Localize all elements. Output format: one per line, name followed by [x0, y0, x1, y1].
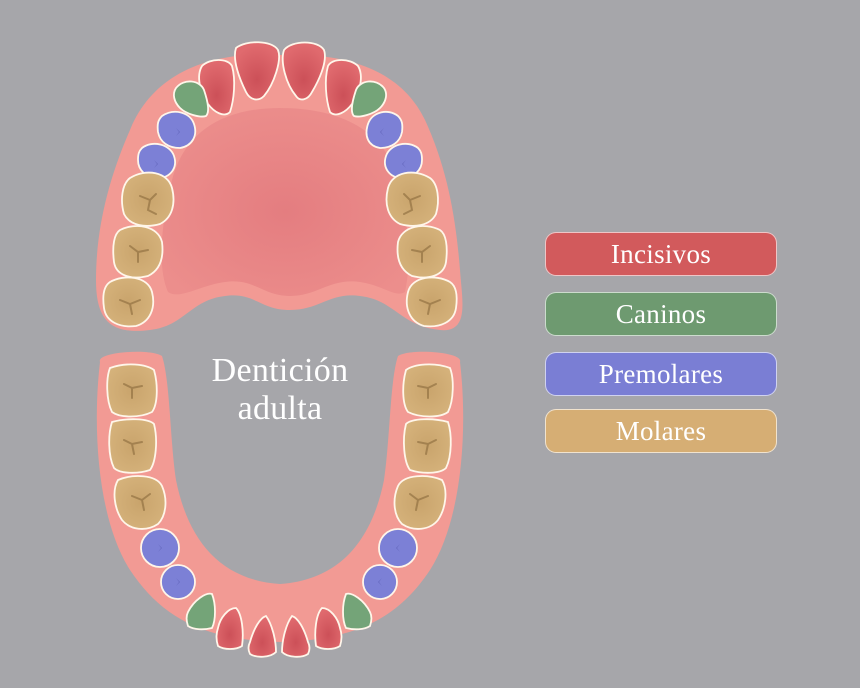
lower-lateral-incisor-right — [314, 607, 343, 650]
upper-canines — [173, 80, 387, 118]
lower-premolar-2-left — [140, 528, 180, 568]
lower-canines — [185, 592, 373, 631]
upper-premolar-1-left — [156, 110, 197, 149]
upper-canine-right — [350, 80, 387, 118]
legend-item-incisivos: Incisivos — [545, 232, 777, 276]
upper-central-incisor-left — [234, 41, 280, 101]
lower-premolars — [140, 528, 418, 600]
lower-lateral-incisor-left — [215, 607, 244, 650]
title-line-1: Dentición — [211, 352, 349, 389]
lower-central-incisor-left — [247, 614, 277, 658]
legend-item-molares: Molares — [545, 409, 777, 453]
legend-label: Molares — [615, 415, 707, 446]
title-line-2: adulta — [237, 390, 323, 427]
upper-premolar-2-right — [384, 142, 423, 179]
upper-premolars — [137, 110, 423, 179]
legend-label: Caninos — [615, 298, 707, 329]
upper-arch — [96, 41, 463, 331]
upper-molar-3-right — [405, 276, 458, 328]
upper-molar-3-left — [102, 276, 155, 328]
diagram-title: Dentición adulta — [180, 352, 380, 428]
lower-premolar-1-right — [362, 564, 398, 600]
palate — [161, 108, 409, 296]
lower-incisors — [215, 607, 343, 658]
lower-molar-1-right — [393, 475, 447, 530]
upper-premolar-1-right — [365, 110, 404, 149]
lower-premolar-2-right — [378, 528, 418, 568]
upper-molars — [102, 171, 458, 328]
upper-canine-left — [173, 80, 210, 118]
lower-arch — [96, 351, 464, 658]
legend-item-caninos: Caninos — [545, 292, 777, 336]
legend-label: Premolares — [598, 358, 724, 389]
lower-molar-1-left — [113, 475, 167, 530]
upper-central-incisor-right — [281, 41, 326, 101]
legend: Incisivos Caninos Premolares Molares — [545, 232, 777, 469]
lower-canine-left — [185, 592, 216, 631]
legend-item-premolares: Premolares — [545, 352, 777, 396]
legend-label: Incisivos — [610, 238, 712, 269]
lower-premolar-1-left — [160, 564, 196, 600]
lower-canine-right — [342, 592, 373, 631]
lower-central-incisor-right — [281, 614, 311, 658]
